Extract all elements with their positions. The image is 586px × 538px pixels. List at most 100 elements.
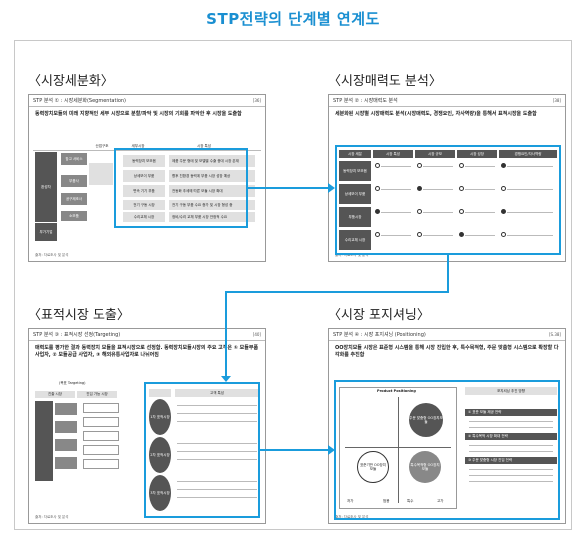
section-heading-segmentation: 〈시장세분화〉 [28, 74, 114, 89]
arrow-icon [328, 183, 335, 193]
col-header: 시장 특성 [373, 150, 413, 158]
rating-icon [375, 186, 380, 191]
chart-label: (목표 Targeting) [59, 381, 86, 385]
connector-3 [260, 449, 328, 451]
category-box: 공구제조사 [61, 193, 87, 205]
rating-icon [501, 209, 506, 214]
segment-box [83, 445, 119, 455]
rating-icon [375, 163, 380, 168]
axis-label: 범용 [383, 499, 390, 503]
col-header: 시장 특성 [197, 143, 211, 148]
feature-box: 전동화 추세에 따른 모듈 시장 확대 [169, 185, 255, 197]
highlight-positioning [334, 380, 560, 520]
slide-description: 동력장치모듈의 미래 지향적인 세부 시장으로 분할/파악 및 시장의 기회를 … [35, 111, 242, 117]
arrow-icon [328, 445, 335, 455]
connector-2 [447, 255, 449, 292]
slide-footer: 출처: 자료조사 및 분석 [35, 515, 69, 519]
rating-icon [417, 163, 422, 168]
segment-box: 전기 구동 시장 [123, 200, 165, 210]
slide-description: OO장치모듈 시장은 표준형 시스템을 통해 시장 진입한 후, 특수목적형, … [335, 345, 559, 358]
rating-icon [459, 209, 464, 214]
slide-header: STP 분석 ② : 시장매력도 분석[38] [329, 95, 565, 107]
col-header: 진출 시장 [35, 391, 75, 398]
feature-box: 향후 친환경 동력계 부품 시장 성장 예상 [169, 170, 255, 182]
col-header: 시장 규모 [415, 150, 455, 158]
feature-box: 제품 주문 형태 및 모델별 수출 증대 시장 존재 [169, 155, 255, 167]
strategy-step: ③ 주문 맞춤형 시장 진입 전략 [465, 457, 557, 464]
rating-icon [501, 163, 506, 168]
axis-label: 고가 [437, 499, 444, 503]
col-header: 시장 성장 [457, 150, 497, 158]
category-box [55, 457, 77, 469]
highlight-targets [144, 382, 260, 518]
row-header: 수리교체 시장 [339, 230, 371, 250]
position-bubble: 표준기반 OO장치 모듈 [357, 451, 389, 483]
segment-box [83, 431, 119, 441]
category-box [35, 401, 53, 481]
row-header: 동력장치 보모음 [339, 161, 371, 181]
connector-1 [248, 187, 328, 189]
slide-attractiveness: STP 분석 ② : 시장매력도 분석[38] 세분화된 시장별 시장매력도 분… [328, 94, 566, 262]
diagram-frame [14, 40, 572, 530]
slide-footer: 출처: 자료조사 및 분석 [35, 253, 69, 257]
slide-footer: 출처: 자료조사 및 분석 [335, 253, 369, 257]
rating-icon [417, 232, 422, 237]
slide-segmentation: STP 분석 ① : 시장세분화(Segmentation)[36] 동력장치모… [28, 94, 266, 262]
feature-box: 전기 구동 부품 수요 증가 및 시장 형성 중 [169, 200, 255, 210]
category-box [55, 403, 77, 415]
position-bubble: 특수목적형 OO장치모듈 [409, 451, 441, 483]
slide-description: 세분화된 시장별 시장매력도 분석(시장매력도, 경쟁요인, 자사역량)을 통해… [335, 111, 537, 117]
axis-label: 저가 [347, 499, 354, 503]
rating-icon [459, 186, 464, 191]
slide-description: 매력도를 평가한 결과 동력장치 모듈을 표적시장으로 선정함. 동력장치모듈시… [35, 345, 259, 358]
target-circle: 3차 표적시장 [149, 475, 171, 511]
col-header: 산업구조 [95, 143, 109, 148]
section-heading-targeting: 〈표적시장 도출〉 [28, 308, 130, 323]
slide-header: STP 분석 ④ : 시장 포지셔닝 (Positioning)[S.38] [329, 329, 565, 341]
category-box [55, 421, 77, 433]
rating-icon [417, 209, 422, 214]
slide-header: STP 분석 ③ : 표적시장 선정(Targeting)[40] [29, 329, 265, 341]
rating-icon [375, 232, 380, 237]
col-header: 진입 가능 시장 [77, 391, 117, 398]
category-box [55, 439, 77, 451]
col-header: 고객 특성 [175, 389, 259, 397]
rating-icon [375, 209, 380, 214]
axis-label: 특수 [407, 499, 414, 503]
slide-footer: 출처: 자료조사 및 분석 [335, 515, 369, 519]
rating-icon [501, 232, 506, 237]
category-box: 부가기업 [35, 223, 57, 241]
feature-box: 정비/수리 교체 부품 시장 안정적 수요 [169, 212, 255, 222]
strategy-step: ① 표준 모듈 제공 전략 [465, 409, 557, 416]
col-header: 경쟁요인/자사역량 [499, 150, 557, 158]
segment-box: 변속 기기 부품 [123, 185, 165, 197]
category-box: 소모품 [61, 211, 87, 221]
page-title: STP전략의 단계별 연계도 [206, 10, 380, 28]
col-header: 시장 세분 [339, 150, 371, 158]
category-box: 참고 서비스 [61, 153, 87, 165]
rating-icon [501, 186, 506, 191]
col-header [149, 389, 171, 397]
rating-icon [459, 232, 464, 237]
row-header: 부품시장 [339, 207, 371, 227]
row-header: 상세보이 부품 [339, 184, 371, 204]
segment-box: 상세보이 부품 [123, 170, 165, 182]
category-box: 완성차 [35, 152, 57, 222]
slide-positioning: STP 분석 ④ : 시장 포지셔닝 (Positioning)[S.38] O… [328, 328, 566, 524]
segment-box: 수리교체 시장 [123, 212, 165, 222]
arrow-icon [221, 376, 231, 382]
slide-header: STP 분석 ① : 시장세분화(Segmentation)[36] [29, 95, 265, 107]
connector-2 [225, 291, 227, 377]
connector-2 [225, 291, 449, 293]
rating-icon [459, 163, 464, 168]
category-box [89, 163, 113, 185]
map-title: Product Positioning [377, 389, 416, 393]
strategy-step: ② 특수목적 시장 확대 전략 [465, 433, 557, 440]
highlight-attractiveness [335, 145, 561, 255]
position-bubble: 주문 맞춤형 OO장치모듈 [409, 403, 443, 437]
segment-box [83, 459, 119, 469]
target-circle: 1차 표적시장 [149, 399, 171, 435]
strategy-title: 포지셔닝 추진 방향 [465, 387, 557, 395]
positioning-map [339, 387, 457, 509]
col-header: 세부시장 [131, 143, 145, 148]
